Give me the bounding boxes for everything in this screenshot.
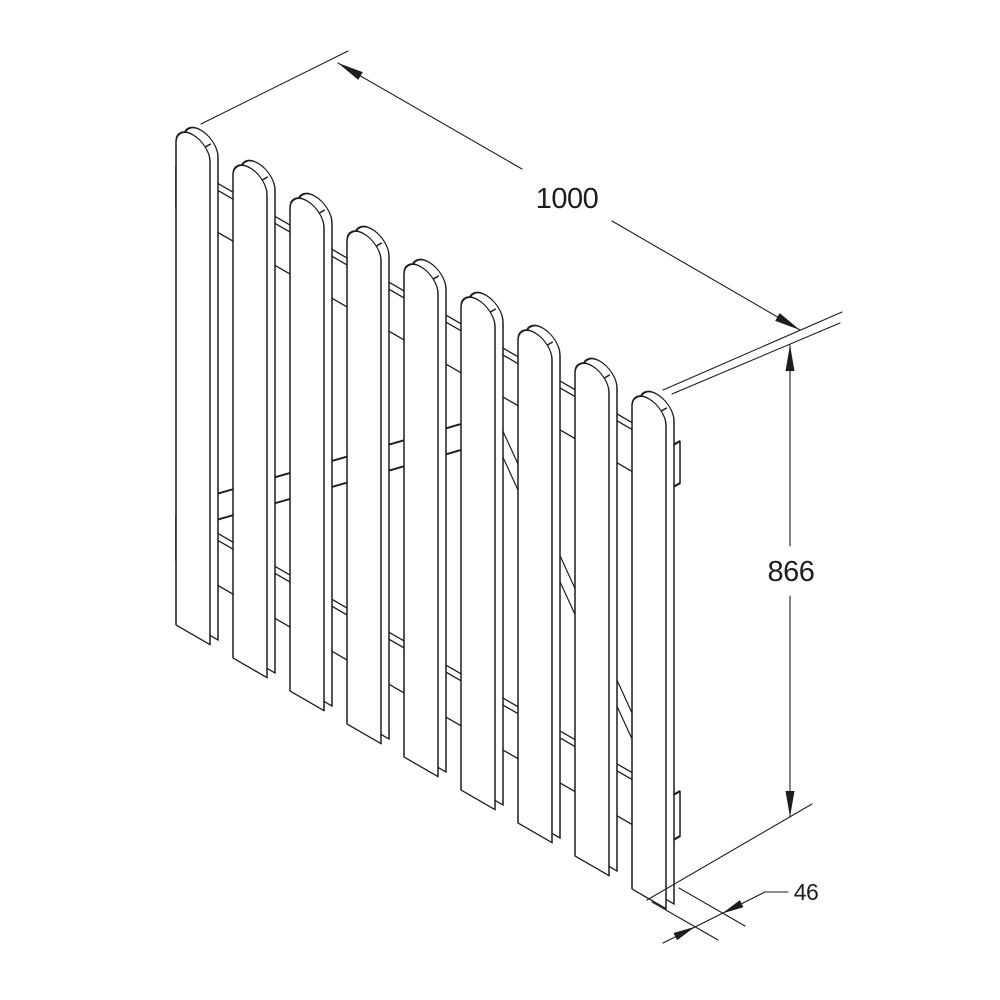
dome-edge-tick: [432, 275, 440, 280]
picket: [289, 192, 333, 712]
picket-front-face: [517, 329, 553, 844]
picket: [517, 324, 561, 844]
extension-line: [200, 50, 349, 125]
dome-edge-tick: [489, 308, 497, 313]
gate-pickets: [175, 126, 675, 910]
picket-front-face: [346, 230, 382, 745]
picket-front-face: [289, 197, 325, 712]
thickness-dimension-label: 46: [794, 879, 819, 905]
picket: [346, 225, 390, 745]
picket: [403, 258, 447, 778]
extension-line: [651, 901, 719, 941]
picket-front-face: [460, 296, 496, 811]
height-dimension-label: 866: [768, 556, 815, 588]
picket: [631, 390, 675, 910]
picket-front-face: [175, 131, 211, 646]
dome-edge-tick: [660, 407, 668, 412]
picket: [574, 357, 618, 877]
dimension-height: 866: [646, 322, 841, 901]
dimension-width: 1000: [200, 50, 843, 391]
dome-edge-tick: [261, 176, 269, 181]
arrowhead-icon: [722, 900, 744, 914]
arrowhead-icon: [673, 926, 695, 941]
dome-edge-tick: [375, 242, 383, 247]
extension-line: [646, 803, 813, 901]
dome-edge-tick: [603, 374, 611, 379]
picket-front-face: [631, 395, 667, 910]
picket: [232, 159, 276, 679]
picket-front-face: [574, 362, 610, 877]
arrowhead-icon: [785, 345, 795, 371]
dimension-line: [337, 62, 523, 170]
arrowhead-icon: [775, 313, 800, 330]
dome-edge-tick: [546, 341, 554, 346]
extension-line: [671, 322, 841, 395]
picket: [460, 291, 504, 811]
dome-edge-tick: [318, 209, 326, 214]
dome-edge-tick: [204, 143, 212, 148]
extension-line: [662, 311, 843, 391]
picket-front-face: [232, 164, 268, 679]
extension-line: [678, 887, 746, 927]
dimension-annotations: 1000 866 46: [200, 50, 843, 944]
picket: [175, 126, 219, 646]
dimension-thickness: 46: [651, 879, 819, 944]
arrowhead-icon: [785, 791, 795, 817]
width-dimension-label: 1000: [536, 183, 599, 215]
picket-front-face: [403, 263, 439, 778]
arrowhead-icon: [338, 63, 363, 80]
dimension-line: [611, 220, 801, 331]
